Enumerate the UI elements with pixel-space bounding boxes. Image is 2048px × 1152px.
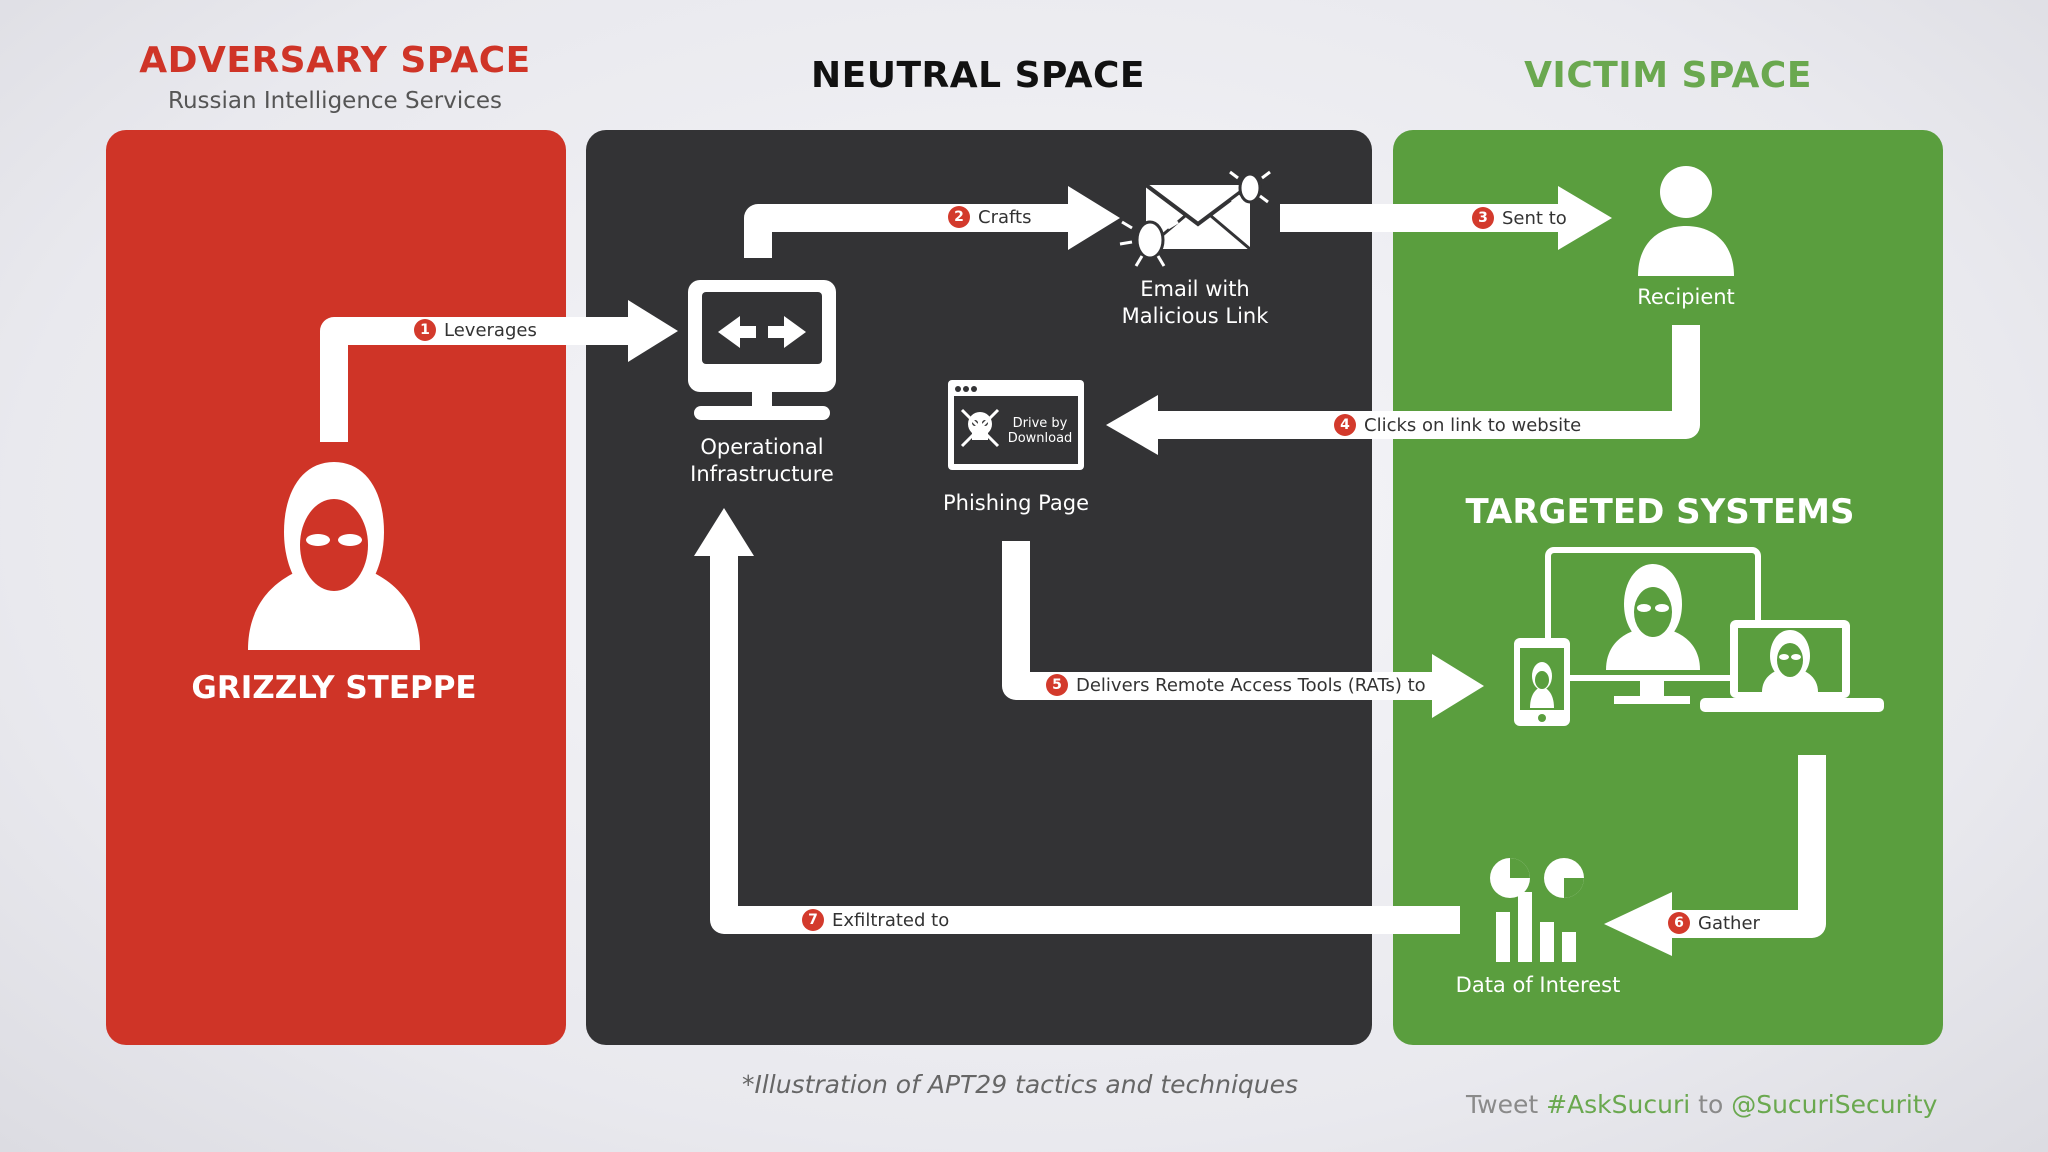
footer-tweet: Tweet #AskSucuri to @SucuriSecurity [1466,1090,1938,1119]
step-2-label: Crafts [978,206,1032,228]
step-1: 1 Leverages [414,319,537,341]
email-label: Email with Malicious Link [1121,277,1269,328]
data-chart-icon [1490,858,1584,962]
step-5: 5 Delivers Remote Access Tools (RATs) to [1046,674,1426,696]
phishing-label: Phishing Page [942,491,1090,515]
step-5-badge: 5 [1046,674,1068,696]
adversary-space-subtitle: Russian Intelligence Services [168,88,502,114]
hashtag-link[interactable]: #AskSucuri [1546,1090,1691,1119]
tweet-text: Tweet [1466,1090,1539,1119]
recipient-icon [1638,166,1734,276]
neutral-space-title: NEUTRAL SPACE [811,55,1145,96]
step-7: 7 Exfiltrated to [802,909,949,931]
step-3-badge: 3 [1472,207,1494,229]
adversary-space-title: ADVERSARY SPACE [139,40,531,81]
arrow-gather [1660,755,1826,938]
browser-window-icon [948,380,1084,470]
step-1-badge: 1 [414,319,436,341]
step-3-label: Sent to [1502,207,1567,229]
to-text: to [1698,1090,1724,1119]
step-6-label: Gather [1698,912,1760,934]
arrow-exfiltrated [710,548,1460,934]
actor-name: GRIZZLY STEPPE [191,670,477,706]
step-3: 3 Sent to [1472,207,1567,229]
monitor-icon [688,280,836,420]
step-4-badge: 4 [1334,414,1356,436]
arrow-delivers [1002,541,1445,700]
step-5-label: Delivers Remote Access Tools (RATs) to [1076,674,1426,696]
data-label: Data of Interest [1455,973,1621,997]
devices-icon [1514,547,1884,726]
infra-label: Operational Infrastructure [690,435,834,486]
step-2: 2 Crafts [948,206,1031,228]
victim-space-title: VICTIM SPACE [1524,55,1812,96]
step-6-badge: 6 [1668,912,1690,934]
targeted-systems-title: TARGETED SYSTEMS [1465,492,1855,532]
arrow-crafts [744,204,1080,258]
step-4: 4 Clicks on link to website [1334,414,1581,436]
arrow-clicks [1145,325,1700,439]
step-4-label: Clicks on link to website [1364,414,1582,436]
step-7-badge: 7 [802,909,824,931]
footer-caption: *Illustration of APT29 tactics and techn… [741,1070,1299,1099]
hooded-actor-icon [248,462,420,650]
step-6: 6 Gather [1668,912,1760,934]
step-7-label: Exfiltrated to [832,909,950,931]
envelope-bug-icon [1119,170,1271,267]
recipient-label: Recipient [1637,285,1735,309]
step-2-badge: 2 [948,206,970,228]
step-1-label: Leverages [444,319,537,341]
drive-by-text: Drive by Download [1007,416,1073,446]
handle-link[interactable]: @SucuriSecurity [1731,1090,1938,1119]
arrow-leverages [320,317,640,442]
